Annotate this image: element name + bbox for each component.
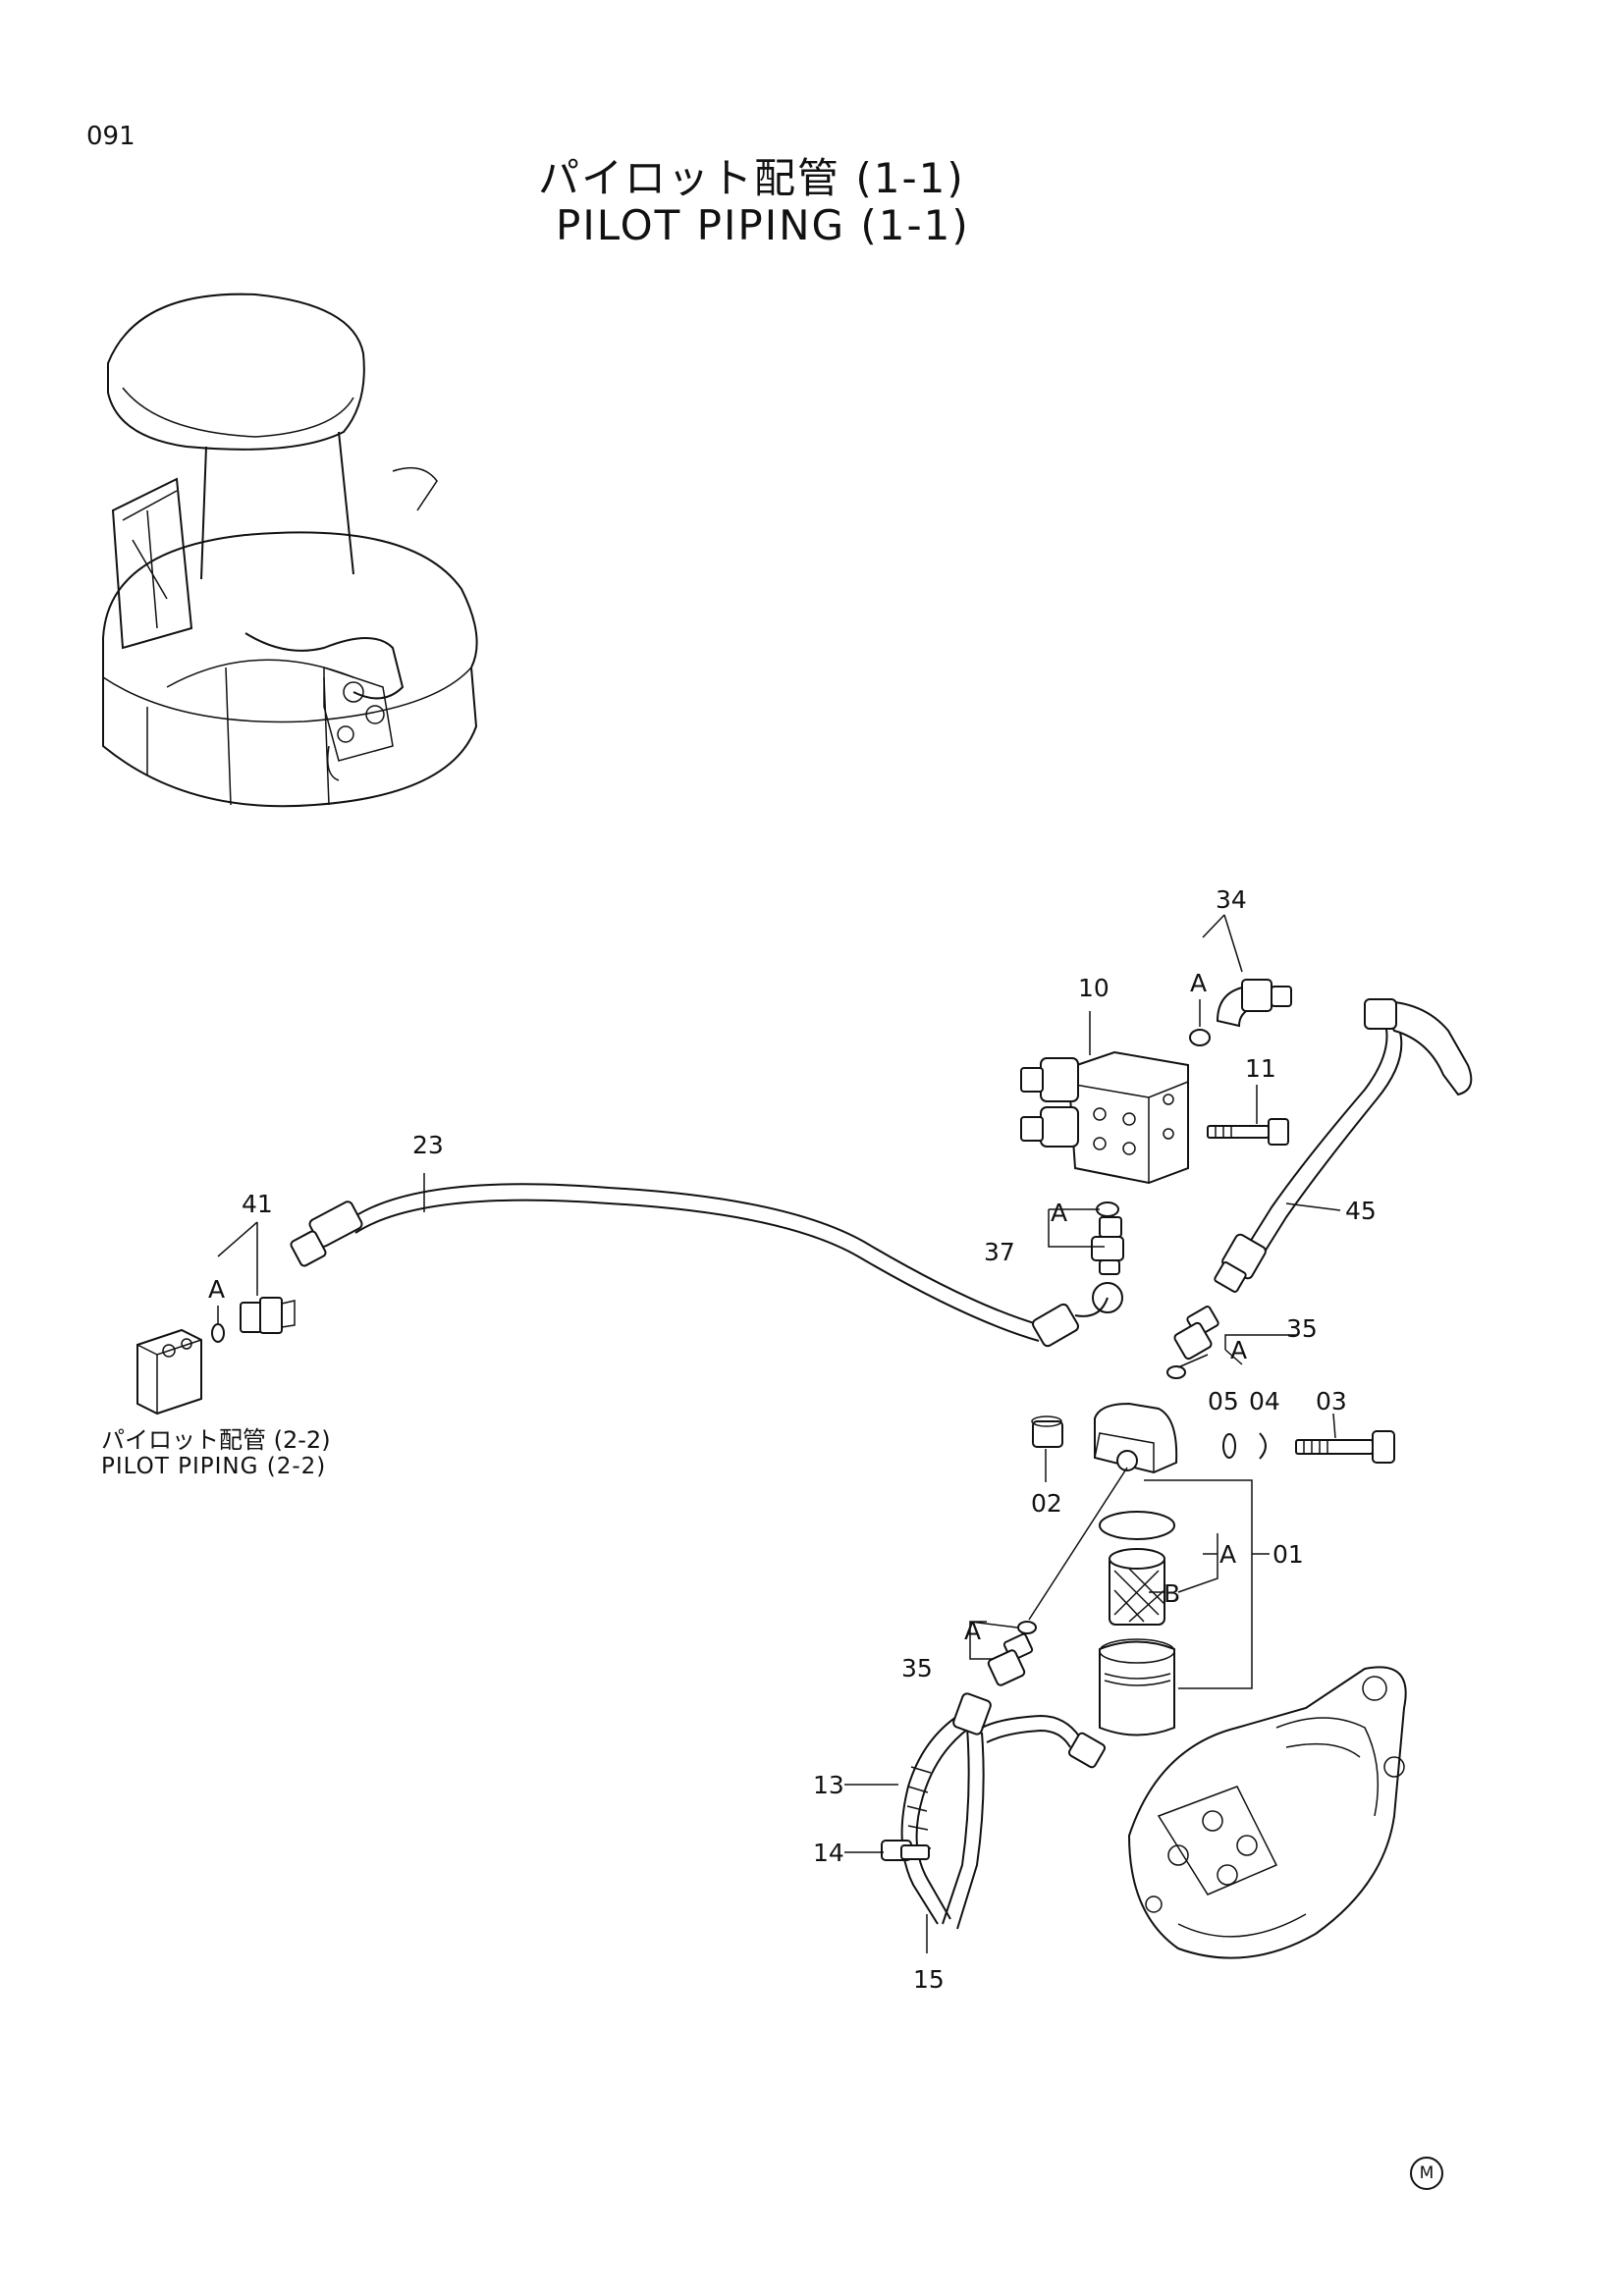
hose-45: [1214, 998, 1473, 1293]
callout-41: 41: [242, 1190, 273, 1218]
callout-13: 13: [813, 1771, 844, 1799]
clamp-14: [881, 1840, 930, 1861]
filter-assembly-01: [1031, 1402, 1178, 1736]
callout-34: 34: [1216, 885, 1247, 914]
washers-05-04: [1222, 1432, 1267, 1460]
callout-03: 03: [1316, 1387, 1347, 1415]
callout-35-upper: 35: [1286, 1314, 1318, 1343]
callout-11: 11: [1245, 1054, 1276, 1083]
valve-block-10: [1020, 1050, 1189, 1185]
elbow-fitting-34: [1189, 979, 1292, 1046]
reference-label-english: PILOT PIPING (2-2): [101, 1454, 327, 1479]
subgroup-label-a: A: [1051, 1199, 1067, 1227]
subgroup-label-a: A: [964, 1617, 981, 1645]
callout-02: 02: [1031, 1489, 1062, 1518]
subgroup-label-a: A: [1219, 1540, 1236, 1569]
fitting-35-lower: [987, 1621, 1037, 1686]
page-number: 091: [86, 122, 135, 151]
fitting-37: [1091, 1201, 1124, 1275]
connector-block-41: [136, 1297, 296, 1415]
subgroup-label-a: A: [208, 1275, 225, 1304]
callout-15: 15: [913, 1965, 945, 1994]
page-title-english: PILOT PIPING (1-1): [556, 201, 970, 249]
leader-lines: [217, 914, 1341, 1953]
callout-45: 45: [1345, 1197, 1377, 1225]
subgroup-label-a: A: [1230, 1336, 1247, 1364]
callout-14: 14: [813, 1839, 844, 1867]
subgroup-label-b: B: [1164, 1579, 1180, 1608]
callout-05: 05: [1208, 1387, 1239, 1415]
reference-label-japanese: パイロット配管 (2-2): [101, 1426, 331, 1454]
hose-23: [290, 1183, 1123, 1348]
fitting-35-upper: [1166, 1306, 1219, 1379]
callout-37: 37: [984, 1238, 1015, 1266]
callout-04: 04: [1249, 1387, 1280, 1415]
bolt-03: [1295, 1430, 1395, 1464]
callout-10: 10: [1078, 974, 1110, 1002]
machine-overview-illustration: [102, 293, 478, 808]
subgroup-label-a: A: [1190, 969, 1207, 997]
bolt-11: [1207, 1118, 1289, 1146]
hose-13-15: [900, 1692, 1107, 1930]
circled-m-mark: M: [1410, 2157, 1443, 2190]
callout-35-lower: 35: [901, 1654, 933, 1682]
callout-23: 23: [412, 1131, 444, 1159]
pump-illustration: [1127, 1666, 1407, 1959]
callout-01: 01: [1272, 1540, 1304, 1569]
page-title-japanese: パイロット配管 (1-1): [538, 154, 965, 202]
